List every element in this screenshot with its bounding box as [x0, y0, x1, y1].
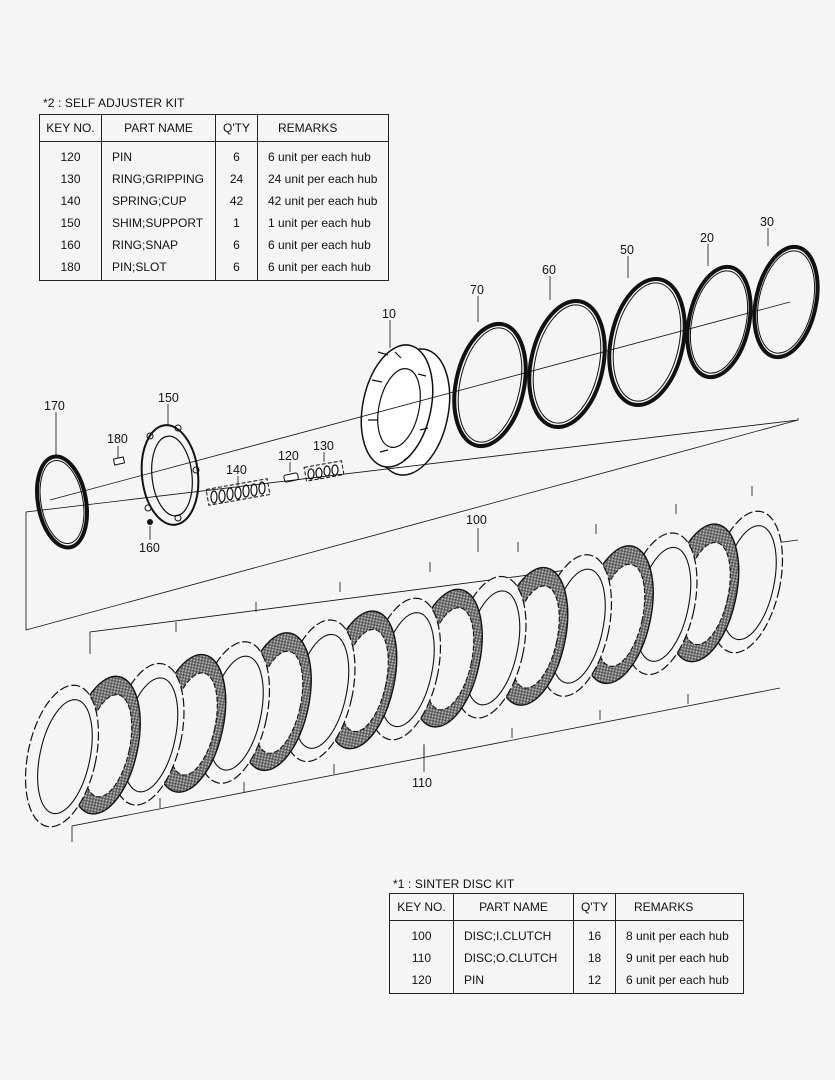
self-adjuster-kit-title: *2 : SELF ADJUSTER KIT: [43, 96, 185, 110]
seal-ring-70: [452, 321, 528, 449]
cell-qty: 42: [215, 190, 258, 212]
cell-qty: 6: [215, 256, 258, 281]
cell-remarks: 42 unit per each hub: [257, 190, 389, 212]
bracket-110: [71, 687, 781, 842]
cell-key-no: 160: [39, 234, 102, 256]
cell-qty: 24: [215, 168, 258, 190]
callout-180: 180: [107, 432, 128, 446]
cell-key-no: 120: [389, 969, 454, 994]
table-row: 180 PIN;SLOT 6 6 unit per each hub: [39, 256, 389, 281]
steel-disc: [24, 684, 100, 828]
bracket-100: [25, 418, 799, 631]
cell-qty: 18: [573, 947, 616, 969]
header-remarks: REMARKS: [257, 114, 389, 142]
header-qty: Q'TY: [573, 893, 616, 921]
leader-lines: [55, 228, 769, 540]
cell-part-name: RING;GRIPPING: [101, 168, 216, 190]
callout-170: 170: [44, 399, 65, 413]
slot-pin-180: [112, 456, 126, 466]
table-row: 120 PIN 12 6 unit per each hub: [389, 969, 744, 994]
snap-ring-170: [35, 454, 89, 550]
cell-key-no: 150: [39, 212, 102, 234]
header-key-no: KEY NO.: [39, 114, 102, 142]
callout-120: 120: [278, 449, 299, 463]
axis-line: [49, 301, 791, 501]
hub-10: [360, 344, 451, 476]
table-header-row: KEY NO. PART NAME Q'TY REMARKS: [39, 114, 389, 142]
cell-part-name: SHIM;SUPPORT: [101, 212, 216, 234]
cell-remarks: 8 unit per each hub: [615, 920, 744, 947]
callout-110: 110: [412, 776, 432, 790]
cell-qty: 6: [215, 141, 258, 168]
callout-50: 50: [620, 243, 634, 257]
cell-part-name: RING;SNAP: [101, 234, 216, 256]
disc-pack-100-ticks: [175, 486, 753, 632]
table-row: 100 DISC;I.CLUTCH 16 8 unit per each hub: [389, 920, 744, 947]
callout-140: 140: [226, 463, 247, 477]
cell-key-no: 110: [389, 947, 454, 969]
gripping-ring-group-130: [303, 460, 345, 482]
header-qty: Q'TY: [215, 114, 258, 142]
cell-remarks: 9 unit per each hub: [615, 947, 744, 969]
cell-key-no: 120: [39, 141, 102, 168]
cell-qty: 1: [215, 212, 258, 234]
callout-100: 100: [466, 513, 487, 527]
table-header-row: KEY NO. PART NAME Q'TY REMARKS: [389, 893, 744, 921]
callout-70: 70: [470, 283, 484, 297]
header-remarks: REMARKS: [615, 893, 744, 921]
cell-key-no: 100: [389, 920, 454, 947]
cell-key-no: 130: [39, 168, 102, 190]
cell-remarks: 6 unit per each hub: [257, 141, 389, 168]
seal-ring-60: [527, 298, 607, 430]
callout-20: 20: [700, 231, 714, 245]
cell-remarks: 1 unit per each hub: [257, 212, 389, 234]
clutch-disc-pack: [24, 510, 784, 828]
seal-ring-20: [685, 264, 753, 380]
cell-key-no: 140: [39, 190, 102, 212]
header-part-name: PART NAME: [101, 114, 216, 142]
table-row: 160 RING;SNAP 6 6 unit per each hub: [39, 234, 389, 256]
cell-remarks: 6 unit per each hub: [257, 256, 389, 281]
table-row: 110 DISC;O.CLUTCH 18 9 unit per each hub: [389, 947, 744, 969]
callout-30: 30: [760, 215, 774, 229]
cell-part-name: PIN: [101, 141, 216, 168]
cell-key-no: 180: [39, 256, 102, 281]
cell-part-name: SPRING;CUP: [101, 190, 216, 212]
callout-130: 130: [313, 439, 334, 453]
table-row: 120 PIN 6 6 unit per each hub: [39, 141, 389, 168]
sinter-disc-kit-title: *1 : SINTER DISC KIT: [393, 877, 515, 891]
seal-ring-50: [607, 276, 687, 408]
table-row: 150 SHIM;SUPPORT 1 1 unit per each hub: [39, 212, 389, 234]
table-row: 140 SPRING;CUP 42 42 unit per each hub: [39, 190, 389, 212]
header-key-no: KEY NO.: [389, 893, 454, 921]
header-part-name: PART NAME: [453, 893, 574, 921]
callout-60: 60: [542, 263, 556, 277]
shim-support-150: [140, 424, 200, 526]
seal-ring-30: [752, 244, 820, 360]
cell-remarks: 24 unit per each hub: [257, 168, 389, 190]
cell-part-name: DISC;O.CLUTCH: [453, 947, 574, 969]
callout-160: 160: [139, 541, 160, 555]
cell-part-name: PIN: [453, 969, 574, 994]
sinter-disc-kit-table: KEY NO. PART NAME Q'TY REMARKS 100 DISC;…: [389, 893, 744, 994]
callout-150: 150: [158, 391, 179, 405]
cell-remarks: 6 unit per each hub: [257, 234, 389, 256]
cell-remarks: 6 unit per each hub: [615, 969, 744, 994]
cell-qty: 12: [573, 969, 616, 994]
self-adjuster-kit-table: KEY NO. PART NAME Q'TY REMARKS 120 PIN 6…: [39, 114, 389, 281]
cell-part-name: PIN;SLOT: [101, 256, 216, 281]
snap-ring-160: [147, 519, 153, 525]
spring-cup-group-140: [205, 478, 271, 506]
callout-10: 10: [382, 307, 396, 321]
table-row: 130 RING;GRIPPING 24 24 unit per each hu…: [39, 168, 389, 190]
cell-qty: 6: [215, 234, 258, 256]
cell-part-name: DISC;I.CLUTCH: [453, 920, 574, 947]
cell-qty: 16: [573, 920, 616, 947]
